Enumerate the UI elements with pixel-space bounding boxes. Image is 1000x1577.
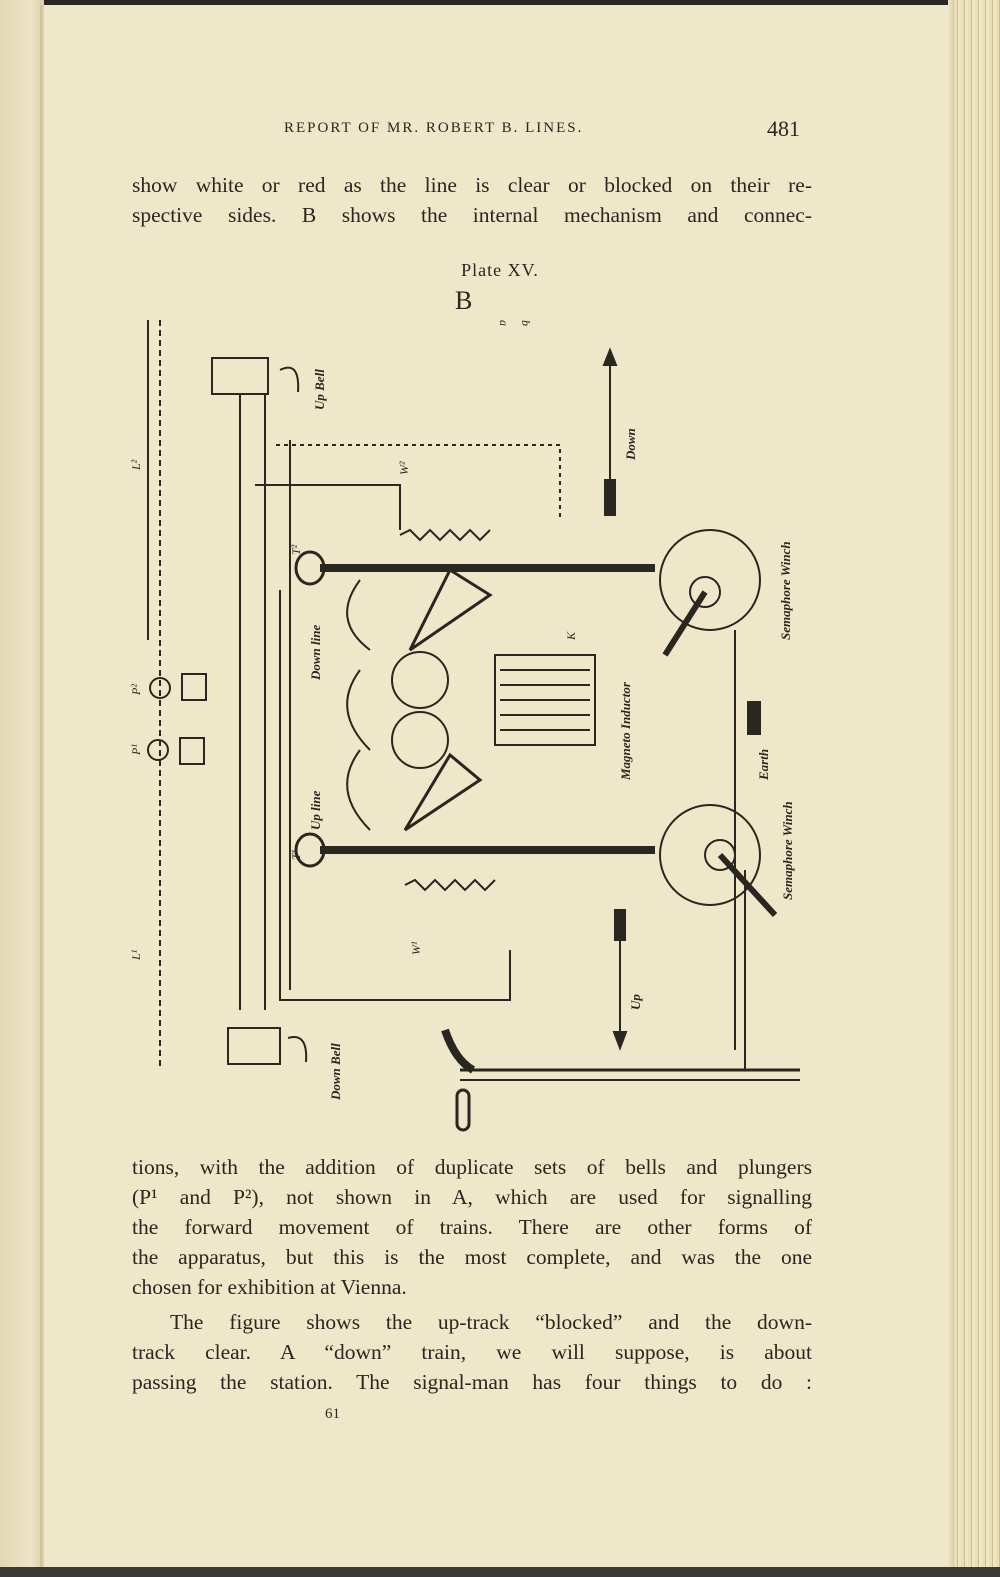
signature-mark: 61 bbox=[325, 1406, 340, 1422]
earth-plate bbox=[747, 701, 761, 735]
gutter-line bbox=[40, 5, 42, 1577]
label-b: b bbox=[519, 320, 533, 326]
label-magneto-inductor: Magneto Inductor bbox=[618, 681, 633, 781]
label-earth: Earth bbox=[756, 749, 771, 781]
down-bell-gong bbox=[287, 1036, 308, 1063]
label-semaphore-winch-bottom: Semaphore Winch bbox=[780, 801, 795, 900]
page-stack-edges bbox=[954, 0, 1000, 1577]
up-shaft-handle bbox=[294, 832, 326, 868]
label-down: Down bbox=[623, 428, 638, 461]
label-up: Up bbox=[628, 994, 643, 1010]
plunger-p1-knob bbox=[147, 739, 169, 761]
text-line: chosen for exhibition at Vienna. bbox=[132, 1275, 407, 1299]
plate-figure: Up Bell Down Bell Down Up Down line Up l… bbox=[120, 310, 840, 1140]
plate-sub-label: B bbox=[455, 286, 473, 315]
text-line: show white or red as the line is clear o… bbox=[132, 173, 812, 197]
page-bottom-edge bbox=[0, 1567, 1000, 1577]
paragraph-top: show white or red as the line is clear o… bbox=[132, 170, 812, 230]
label-up-line: Up line bbox=[308, 790, 323, 830]
label-w2: W² bbox=[397, 461, 411, 475]
label-semaphore-winch-top: Semaphore Winch bbox=[778, 541, 793, 640]
down-bell-coils bbox=[227, 1027, 281, 1065]
text-line: the apparatus, but this is the most comp… bbox=[132, 1245, 812, 1269]
text-line: The figure shows the up-track “blocked” … bbox=[170, 1310, 812, 1334]
label-w1: W¹ bbox=[409, 941, 423, 955]
semaphore-winch-bottom bbox=[659, 804, 761, 906]
label-a: a bbox=[497, 320, 511, 326]
text-line: passing the station. The signal-man has … bbox=[132, 1370, 812, 1394]
up-wheel bbox=[391, 711, 449, 769]
up-gear-sector bbox=[403, 752, 483, 832]
paragraph-bottom: tions, with the addition of duplicate se… bbox=[132, 1152, 812, 1302]
label-l1: L¹ bbox=[129, 949, 143, 961]
page-number: 481 bbox=[767, 116, 800, 141]
page-top-edge bbox=[0, 0, 1000, 5]
label-up-bell: Up Bell bbox=[312, 369, 327, 410]
label-t1: T¹ bbox=[289, 849, 303, 860]
text-line: spective sides. B shows the internal mec… bbox=[132, 203, 812, 227]
label-p1: P¹ bbox=[129, 744, 143, 756]
label-down-bell: Down Bell bbox=[328, 1043, 343, 1101]
running-head-title: REPORT OF MR. ROBERT B. LINES. bbox=[284, 120, 584, 136]
down-gear-sector bbox=[408, 567, 493, 652]
up-bell-coils bbox=[211, 357, 269, 395]
label-down-line: Down line bbox=[308, 625, 323, 681]
down-shaft-handle bbox=[294, 550, 326, 586]
text-line: (P¹ and P²), not shown in A, which are u… bbox=[132, 1185, 812, 1209]
up-bell-gong bbox=[279, 366, 300, 393]
label-k: K bbox=[564, 631, 578, 641]
down-wheel bbox=[391, 651, 449, 709]
page-right-shadow bbox=[948, 0, 954, 1577]
label-t2: T² bbox=[289, 544, 303, 555]
paragraph-next: The figure shows the up-track “blocked” … bbox=[132, 1307, 812, 1397]
page-left-margin bbox=[0, 0, 44, 1577]
semaphore-winch-top bbox=[659, 529, 761, 631]
magneto-box bbox=[494, 654, 596, 746]
plunger-p2-knob bbox=[149, 677, 171, 699]
label-p2: P² bbox=[129, 684, 143, 696]
text-line: tions, with the addition of duplicate se… bbox=[132, 1155, 812, 1179]
text-line: track clear. A “down” train, we will sup… bbox=[132, 1340, 812, 1364]
running-head: REPORT OF MR. ROBERT B. LINES. 481 bbox=[130, 116, 810, 142]
label-l2: L² bbox=[129, 459, 143, 471]
text-line: the forward movement of trains. There ar… bbox=[132, 1215, 812, 1239]
mechanism-diagram: Up Bell Down Bell Down Up Down line Up l… bbox=[129, 320, 800, 1132]
plate-caption: Plate XV. bbox=[461, 260, 539, 280]
